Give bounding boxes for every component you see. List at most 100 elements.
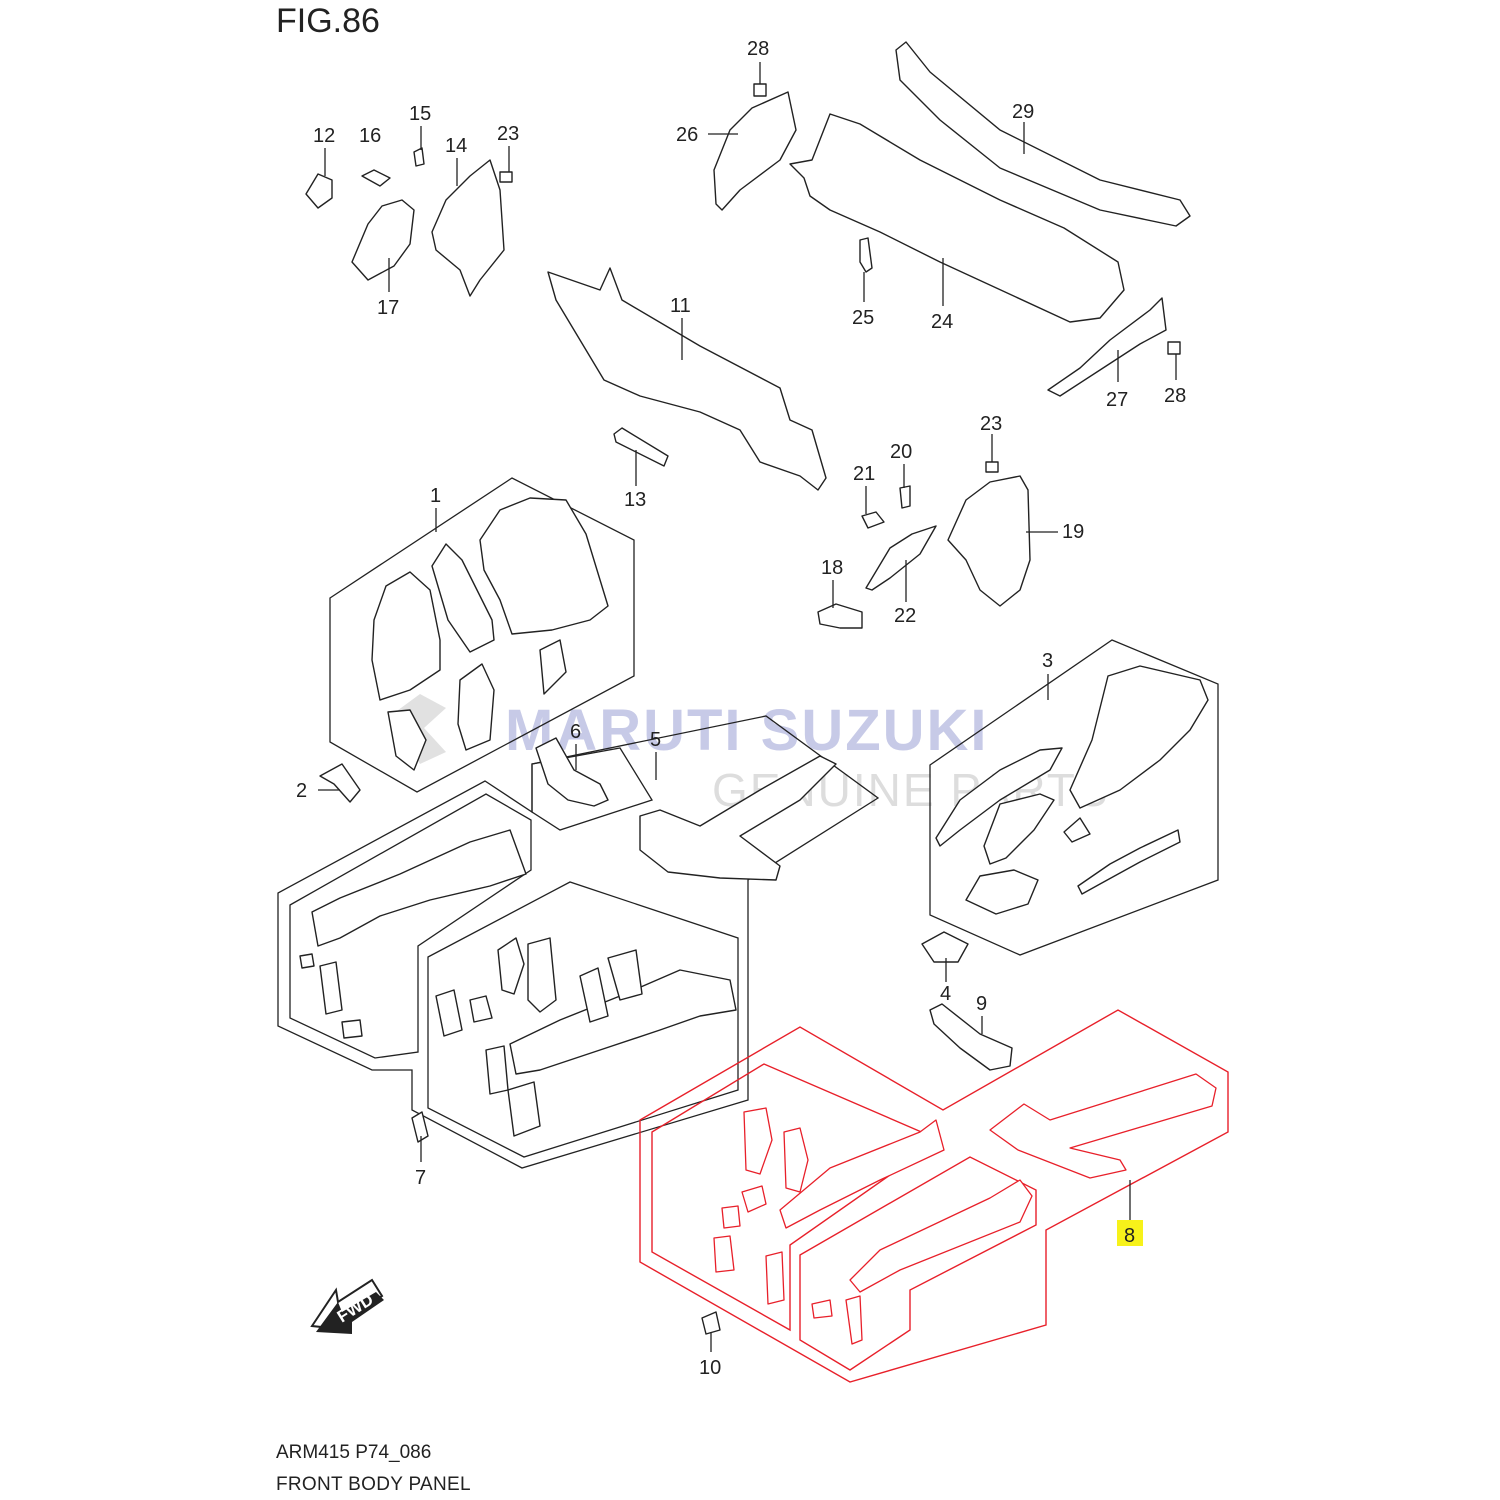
member-bracket-a — [743, 1107, 773, 1175]
callout-24[interactable]: 24 — [931, 311, 953, 333]
part-16 — [361, 169, 391, 187]
member-bracket-d — [721, 1205, 741, 1229]
callout-28-top[interactable]: 28 — [747, 38, 769, 60]
member-bracket-e — [713, 1235, 735, 1273]
callout-21[interactable]: 21 — [853, 463, 875, 485]
part-5-bracket-h — [435, 989, 463, 1037]
figure-title: FIG.86 — [276, 2, 380, 40]
part-23-bolt-b — [985, 461, 999, 473]
part-18 — [817, 603, 863, 629]
part-5-bracket-a — [319, 961, 343, 1015]
callout-14[interactable]: 14 — [445, 135, 467, 157]
callout-8-highlight — [1117, 1220, 1143, 1246]
part-4 — [921, 931, 969, 963]
callout-18[interactable]: 18 — [821, 557, 843, 579]
part-21 — [861, 511, 885, 529]
part-1-brace-c — [387, 709, 427, 771]
leader-lines — [318, 62, 1177, 1352]
fwd-arrow: FWD — [310, 1278, 384, 1334]
callout-12[interactable]: 12 — [313, 125, 335, 147]
part-1-apron-front — [371, 571, 441, 701]
part-26-cowl-side — [713, 91, 797, 211]
frame-part-8-inner-b — [799, 1156, 1037, 1371]
part-6 — [535, 737, 609, 807]
part-3-bracket — [1063, 817, 1091, 843]
frame-part-8 — [639, 1009, 1229, 1383]
group-8-highlight — [639, 1009, 1229, 1383]
part-5-bracket-b — [341, 1019, 363, 1039]
member-bracket-f — [765, 1251, 785, 1305]
part-1-brace-a — [457, 663, 495, 751]
member-bracket-c — [741, 1185, 767, 1213]
callout-7[interactable]: 7 — [415, 1167, 426, 1189]
callout-22[interactable]: 22 — [894, 605, 916, 627]
front-side-member-left — [849, 1179, 1033, 1293]
member-bracket-g — [845, 1295, 863, 1345]
part-14 — [431, 159, 505, 297]
part-1-brace-b — [539, 639, 567, 695]
part-5-bracket-i — [469, 995, 493, 1023]
front-side-member-right — [989, 1073, 1217, 1179]
part-5-lower-member — [509, 969, 737, 1075]
part-5-side-member — [311, 829, 527, 947]
part-20 — [899, 485, 911, 509]
part-9 — [929, 1003, 1013, 1071]
part-28-bolt-a — [753, 83, 767, 97]
part-25 — [859, 237, 873, 273]
callout-5[interactable]: 5 — [650, 729, 661, 751]
callout-19[interactable]: 19 — [1062, 521, 1084, 543]
callout-28-right[interactable]: 28 — [1164, 385, 1186, 407]
callout-4[interactable]: 4 — [940, 983, 951, 1005]
callout-9[interactable]: 9 — [976, 993, 987, 1015]
frame-part-6 — [531, 747, 653, 831]
callout-27[interactable]: 27 — [1106, 389, 1128, 411]
frame-part-5-inner-b — [427, 881, 739, 1158]
callout-20[interactable]: 20 — [890, 441, 912, 463]
callout-6[interactable]: 6 — [570, 721, 581, 743]
member-bracket-b — [783, 1127, 809, 1193]
callout-29[interactable]: 29 — [1012, 101, 1034, 123]
part-5-bracket-f — [579, 967, 609, 1023]
callout-16[interactable]: 16 — [359, 125, 381, 147]
part-3-apron-side — [935, 747, 1063, 847]
part-3-brace-b — [965, 869, 1039, 915]
callout-13[interactable]: 13 — [624, 489, 646, 511]
part-5-bracket-g — [607, 949, 643, 1001]
part-12 — [305, 173, 333, 209]
watermark-brand: MARUTI SUZUKI — [505, 698, 989, 763]
part-27-cowl-side-right — [1047, 297, 1167, 397]
part-7 — [411, 1111, 429, 1143]
part-3-brace-a — [983, 793, 1055, 865]
part-5-bracket-k — [507, 1081, 541, 1137]
callout-10[interactable]: 10 — [699, 1357, 721, 1379]
frame-part-3 — [929, 639, 1219, 956]
callout-11[interactable]: 11 — [670, 295, 691, 317]
part-24-cowl-panel — [789, 113, 1125, 323]
part-1-apron-brace — [431, 543, 495, 653]
part-22 — [865, 525, 937, 591]
left-member-upper — [779, 1119, 945, 1229]
part-23-bolt-a — [499, 171, 513, 183]
callout-labels: 1 2 3 4 5 6 7 8 9 10 11 12 13 14 15 16 1… — [296, 38, 1186, 1379]
part-5-bracket-j — [485, 1045, 509, 1095]
part-29-cowl-top — [895, 41, 1191, 227]
callout-26[interactable]: 26 — [676, 124, 698, 146]
frame-part-5-inner-a — [289, 793, 532, 1059]
callout-23-right[interactable]: 23 — [980, 413, 1002, 435]
figure-code: ARM415 P74_086 — [276, 1442, 432, 1463]
callout-8[interactable]: 8 — [1124, 1225, 1135, 1247]
callout-2[interactable]: 2 — [296, 780, 307, 802]
figure-name: FRONT BODY PANEL — [276, 1474, 471, 1495]
callout-23-top[interactable]: 23 — [497, 123, 519, 145]
parts — [299, 41, 1209, 1335]
callout-25[interactable]: 25 — [852, 307, 874, 329]
callout-17[interactable]: 17 — [377, 297, 399, 319]
part-5-bracket-c — [299, 953, 315, 969]
callout-15[interactable]: 15 — [409, 103, 431, 125]
group-frames — [277, 477, 1219, 1169]
callout-1[interactable]: 1 — [430, 485, 441, 507]
callout-3[interactable]: 3 — [1042, 650, 1053, 672]
part-2 — [319, 763, 361, 803]
part-19 — [947, 475, 1031, 607]
